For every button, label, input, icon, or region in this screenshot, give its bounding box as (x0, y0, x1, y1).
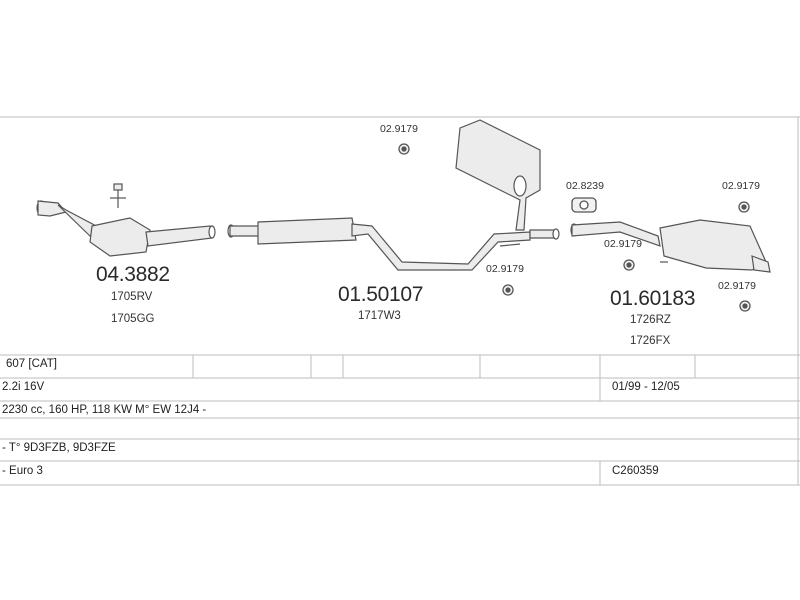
clamp-icon (571, 197, 597, 213)
accessories (398, 143, 751, 312)
catalytic-converter (36, 183, 216, 257)
accessory-label-3: 02.8239 (566, 180, 604, 192)
rubber-mount-icon-4 (502, 284, 514, 296)
emission-cell: - Euro 3 (2, 465, 43, 477)
rear-oe-1: 1726RZ (630, 314, 671, 326)
specs-cell: 2230 cc, 160 HP, 118 KW M° EW 12J4 - (2, 404, 207, 416)
rear-silencer (570, 219, 771, 273)
model-cell: 607 [CAT] (6, 358, 57, 370)
catalytic-oe-1: 1705RV (111, 291, 153, 303)
engine-types-cell: - T° 9D3FZB, 9D3FZE (2, 442, 116, 454)
middle-part-number: 01.50107 (338, 283, 424, 306)
middle-oe-1: 1717W3 (358, 310, 401, 322)
engine-cell: 2.2i 16V (2, 381, 45, 393)
middle-silencer (227, 119, 560, 271)
catalogue-code-cell: C260359 (612, 465, 659, 477)
rear-part-number: 01.60183 (610, 287, 696, 310)
catalytic-oe-2: 1705GG (111, 313, 155, 325)
rubber-mount-icon-1 (398, 143, 410, 155)
accessory-label-4: 02.9179 (604, 238, 642, 250)
rubber-mount-icon-3 (623, 259, 635, 271)
accessory-label-1: 02.9179 (380, 123, 418, 135)
frame-lines (0, 116, 800, 486)
accessory-label-2: 02.9179 (722, 180, 760, 192)
years-cell: 01/99 - 12/05 (612, 381, 680, 393)
accessory-label-5: 02.9179 (486, 263, 524, 275)
catalytic-part-number: 04.3882 (96, 263, 170, 286)
accessory-label-6: 02.9179 (718, 280, 756, 292)
rubber-mount-icon-5 (739, 300, 751, 312)
rear-oe-2: 1726FX (630, 335, 671, 347)
rubber-mount-icon-2 (738, 201, 750, 213)
